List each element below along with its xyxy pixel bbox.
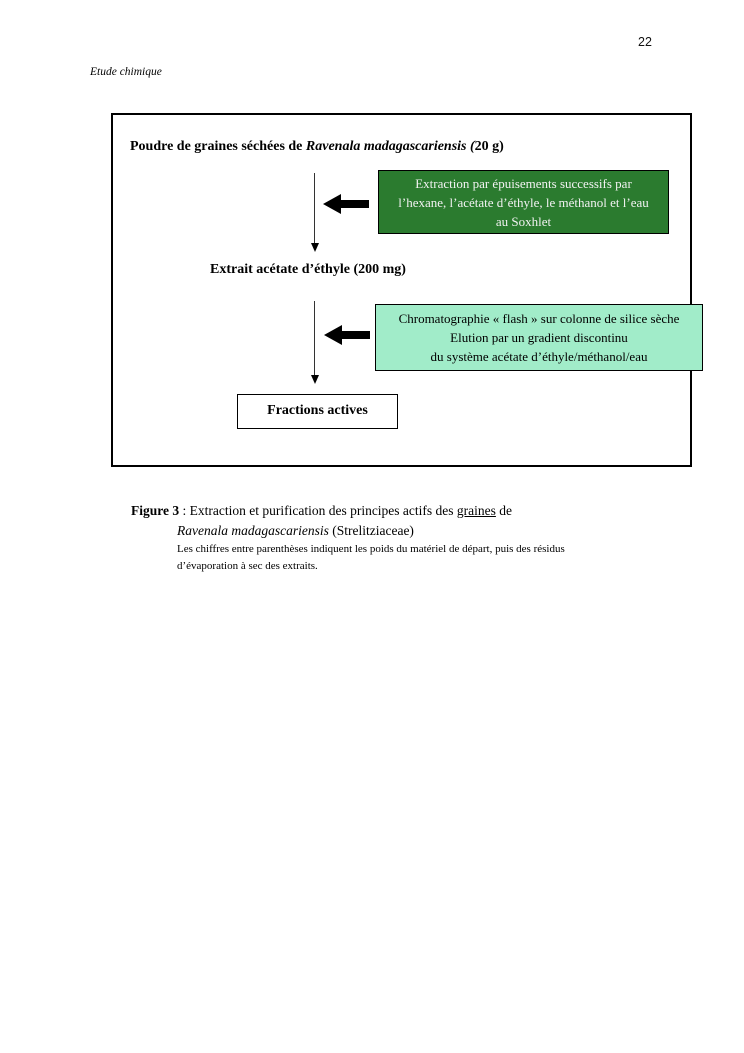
caption-note-line-1: Les chiffres entre parenthèses indiquent…: [177, 543, 565, 555]
caption-species-name: Ravenala madagascariensis: [177, 523, 329, 538]
extraction-step-line: au Soxhlet: [495, 214, 552, 229]
caption-text: : Extraction et purification des princip…: [179, 503, 457, 518]
source-material-label: Poudre de graines séchées de Ravenala ma…: [130, 139, 504, 155]
page-number: 22: [638, 35, 652, 49]
figure-caption-line-1: Figure 3 : Extraction et purification de…: [131, 503, 512, 519]
flowchart-frame: Poudre de graines séchées de Ravenala ma…: [111, 113, 703, 467]
active-fractions-box: Fractions actives: [237, 394, 398, 429]
caption-underlined-word: graines: [456, 503, 496, 518]
figure-caption-line-2: Ravenala madagascariensis (Strelitziacea…: [177, 523, 414, 539]
block-arrow-left-icon-2: [324, 325, 370, 345]
chromatography-step-box: Chromatographie « flash » sur colonne de…: [375, 304, 703, 371]
extraction-step-line: l’hexane, l’acétate d’éthyle, le méthano…: [398, 195, 649, 210]
chromatography-step-line: du système acétate d’éthyle/méthanol/eau: [430, 349, 648, 364]
extraction-step-box: Extraction par épuisements successifs pa…: [378, 170, 669, 234]
chromatography-step-line: Chromatographie « flash » sur colonne de…: [398, 311, 680, 326]
arrow-down-icon-2: [311, 375, 319, 384]
caption-note-line-2: d’évaporation à sec des extraits.: [177, 560, 318, 572]
flow-line-1: [314, 173, 315, 243]
running-head: Etude chimique: [90, 66, 162, 78]
source-material-prefix: Poudre de graines séchées de: [130, 139, 306, 154]
caption-family-name: (Strelitziaceae): [328, 523, 414, 538]
extraction-step-line: Extraction par épuisements successifs pa…: [415, 176, 632, 191]
flow-line-2: [314, 301, 315, 375]
arrow-down-icon-1: [311, 243, 319, 252]
caption-text-end: de: [495, 503, 513, 518]
block-arrow-left-icon-1: [323, 194, 369, 214]
chromatography-step-line: Elution par un gradient discontinu: [450, 330, 628, 345]
intermediate-extract-label: Extrait acétate d’éthyle (200 mg): [210, 262, 406, 277]
source-material-amount: 20 g): [474, 139, 504, 154]
figure-label: Figure 3: [131, 503, 180, 518]
species-name: Ravenala madagascariensis (: [305, 139, 475, 154]
